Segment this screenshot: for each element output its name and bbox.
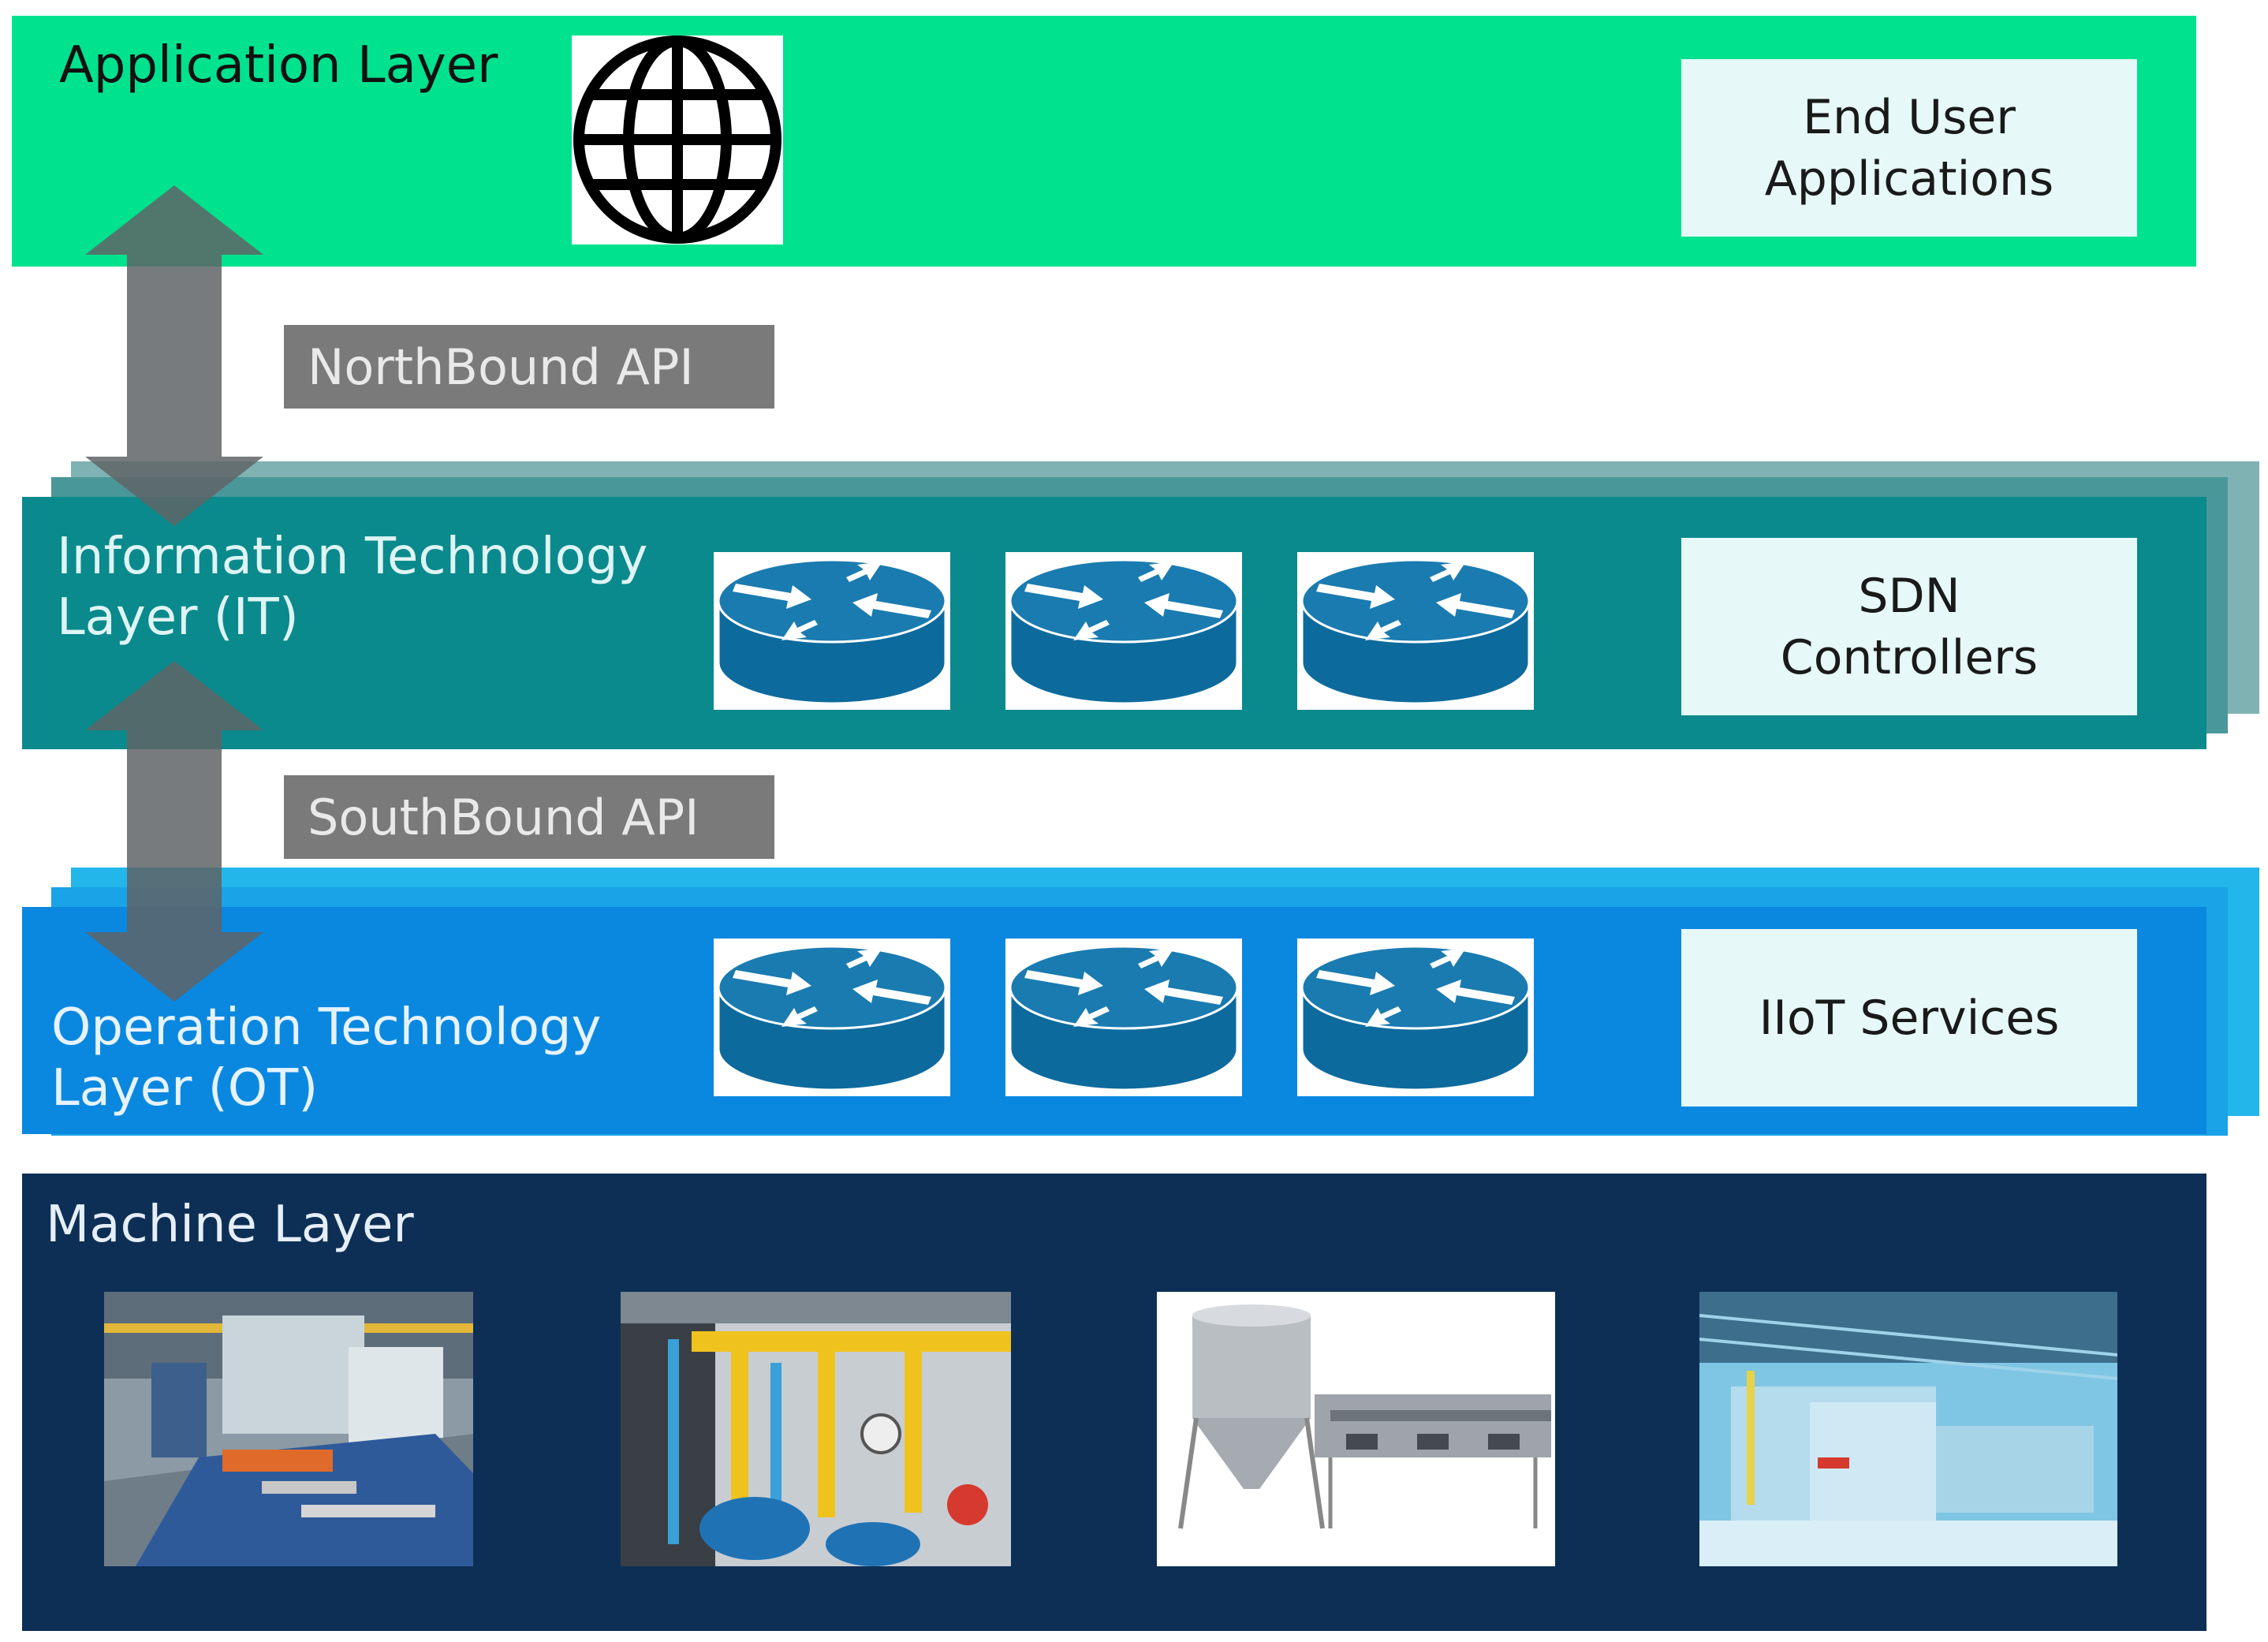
router-icon bbox=[1297, 552, 1534, 710]
sdn-controllers-box: SDN Controllers bbox=[1681, 538, 2137, 715]
router-icon bbox=[714, 552, 950, 710]
end-user-applications-box: End User Applications bbox=[1681, 59, 2137, 237]
northbound-api-label: NorthBound API bbox=[284, 325, 774, 409]
router-icon bbox=[1005, 939, 1242, 1096]
southbound-double-arrow bbox=[85, 661, 263, 1002]
globe-icon bbox=[572, 35, 783, 244]
factory-conveyor-photo bbox=[104, 1292, 473, 1566]
ot-layer-title: Operation Technology Layer (OT) bbox=[51, 998, 602, 1118]
industrial-production-line-photo bbox=[1157, 1292, 1555, 1566]
southbound-api-label: SouthBound API bbox=[284, 775, 774, 859]
iiot-services-box: IIoT Services bbox=[1681, 929, 2137, 1106]
it-layer-title: Information Technology Layer (IT) bbox=[57, 528, 648, 647]
router-icon bbox=[714, 939, 950, 1096]
northbound-double-arrow bbox=[85, 185, 263, 526]
application-layer-title: Application Layer bbox=[59, 36, 498, 95]
machine-layer-title: Machine Layer bbox=[46, 1196, 414, 1254]
textile-machine-hall-photo bbox=[1699, 1292, 2117, 1566]
router-icon bbox=[1005, 552, 1242, 710]
pipes-valves-photo bbox=[621, 1292, 1011, 1566]
router-icon bbox=[1297, 939, 1534, 1096]
